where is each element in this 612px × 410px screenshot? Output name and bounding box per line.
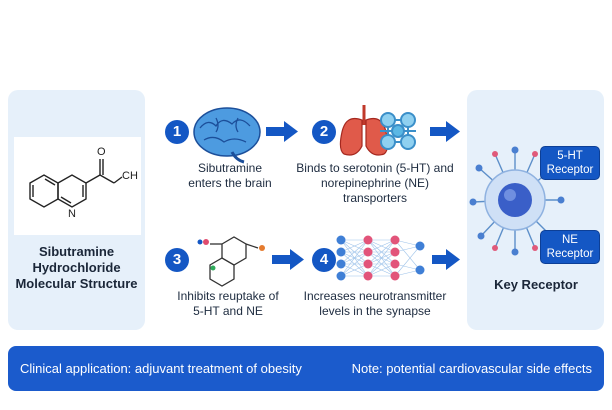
step-3-line2: 5-HT and NE [193, 304, 263, 318]
step-4-line2: levels in the synapse [319, 304, 431, 318]
ne-receptor-line1: NE [562, 234, 578, 246]
5ht-receptor-label: 5-HT Receptor [540, 146, 600, 180]
step-1-line1: Sibutramine [197, 161, 263, 175]
step-2-text: Binds to serotonin (5-HT) and norepineph… [290, 161, 460, 206]
atom-o-label: O [97, 146, 106, 158]
step-4-number: 4 [312, 248, 336, 272]
step-3-number: 3 [165, 248, 189, 272]
receptor-cell-icon [469, 146, 565, 256]
step-4-line1: Increases neurotransmitter [303, 289, 447, 303]
side-effects-note-text: Note: potential cardiovascular side effe… [351, 361, 592, 376]
transporter-molecule-icon [380, 112, 416, 150]
step-1-line2: enters the brain [188, 176, 272, 190]
step-4-text: Increases neurotransmitter levels in the… [300, 289, 450, 319]
step-2-number: 2 [312, 120, 336, 144]
step-2-line1: Binds to serotonin (5-HT) and [296, 161, 454, 175]
receptor-caption: Key Receptor [494, 277, 578, 292]
molecule-caption-line2: Hydrochloride [32, 260, 121, 275]
molecular-structure-image: O N CH [14, 137, 141, 235]
step-1-text: Sibutramine enters the brain [175, 161, 285, 191]
step-1-number: 1 [165, 120, 189, 144]
5ht-receptor-line2: Receptor [546, 164, 594, 176]
reuptake-molecule-icon [197, 236, 265, 287]
arrow-step1-to-step2 [266, 121, 298, 142]
arrow-step4-to-receptor [432, 249, 460, 270]
arrow-step3-to-step4 [272, 249, 304, 270]
molecule-caption-line3: Molecular Structure [15, 276, 138, 291]
bottom-info-bar: Clinical application: adjuvant treatment… [8, 346, 604, 391]
clinical-application-text: Clinical application: adjuvant treatment… [20, 361, 302, 376]
step-3-line1: Inhibits reuptake of [177, 289, 279, 303]
atom-ch-label: CH [122, 170, 138, 182]
ne-receptor-line2: Receptor [546, 248, 594, 260]
molecule-caption: Sibutramine Hydrochloride Molecular Stru… [10, 244, 143, 292]
atom-n-label: N [68, 208, 76, 220]
step-3-text: Inhibits reuptake of 5-HT and NE [168, 289, 288, 319]
5ht-receptor-line1: 5-HT [557, 150, 583, 162]
neural-network-icon [336, 235, 425, 281]
step-2-line2: norepinephrine (NE) transporters [320, 176, 430, 205]
arrow-step2-to-receptor [430, 121, 460, 142]
ne-receptor-label: NE Receptor [540, 230, 600, 264]
molecule-caption-line1: Sibutramine [38, 244, 115, 259]
brain-icon [193, 107, 261, 164]
